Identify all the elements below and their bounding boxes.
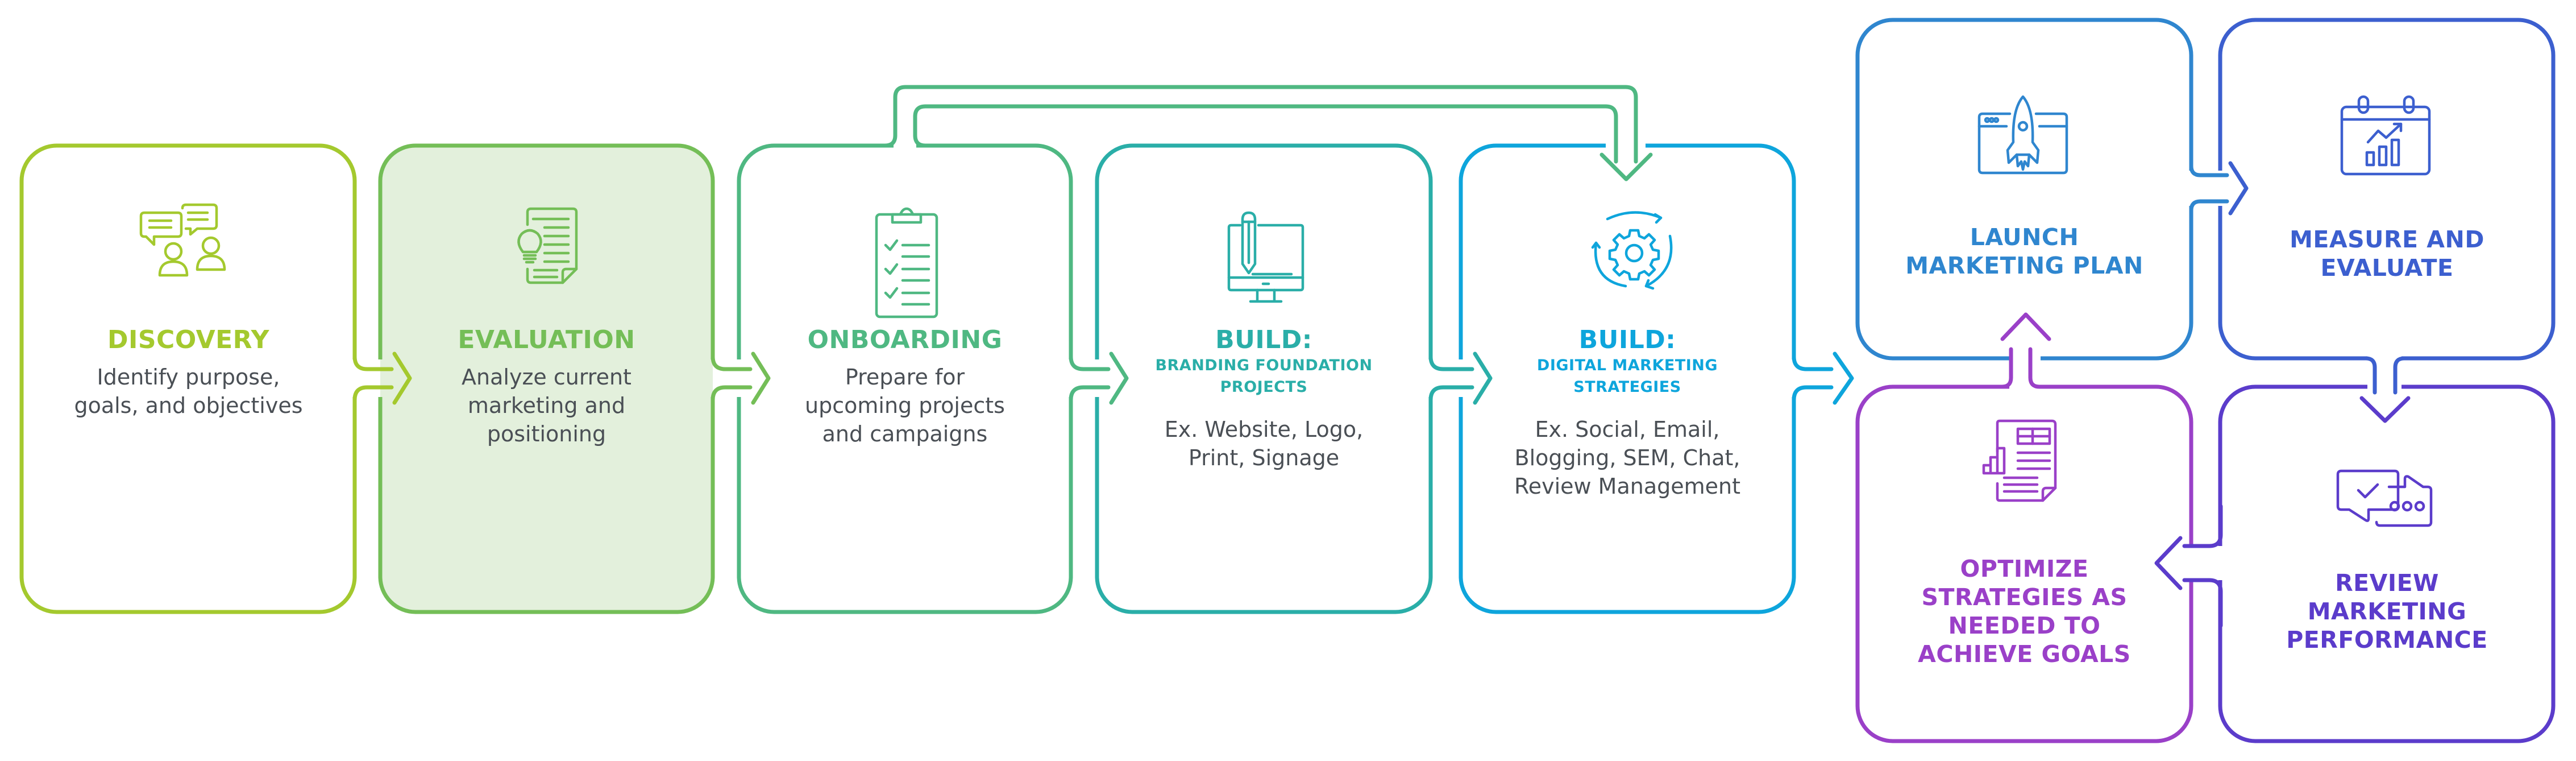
box-evaluation	[378, 143, 715, 614]
box-build-digital	[1459, 143, 1796, 614]
document-lightbulb-icon	[517, 207, 578, 284]
connector-build-branding-build-digital	[1428, 338, 1493, 418]
box-review	[2218, 384, 2556, 743]
discussion-icon	[139, 203, 226, 277]
connector-review-optimize	[2154, 504, 2223, 628]
step-evaluation: EVALUATION Analyze current marketing and…	[380, 325, 713, 448]
step-build-digital: BUILD: DIGITAL MARKETING STRATEGIES Ex. …	[1461, 325, 1794, 501]
box-measure	[2218, 18, 2556, 361]
box-optimize	[1855, 384, 2193, 743]
step-discovery: DISCOVERY Identify purpose, goals, and o…	[22, 325, 355, 420]
step-description: Ex. Social, Email, Blogging, SEM, Chat, …	[1514, 417, 1740, 499]
step-title: ONBOARDING	[807, 325, 1003, 354]
connector-onboarding-build-digital-bridge	[856, 85, 1653, 181]
step-subtitle: BRANDING FOUNDATION PROJECTS	[1155, 357, 1373, 396]
report-chart-icon	[1982, 419, 2057, 502]
step-title: BUILD:	[1215, 325, 1312, 354]
arrow-right-icon	[751, 351, 771, 405]
arrow-right-icon	[392, 351, 412, 405]
step-title: EVALUATION	[458, 325, 635, 354]
connector-discovery-evaluation	[352, 338, 412, 418]
cycle-review-title: REVIEW MARKETING PERFORMANCE	[2286, 569, 2488, 654]
step-description: Identify purpose, goals, and objectives	[74, 365, 303, 418]
connector-onboarding-build-branding	[1069, 338, 1129, 418]
step-onboarding: ONBOARDING Prepare for upcoming projects…	[739, 325, 1071, 448]
gear-cycle-icon	[1591, 211, 1673, 290]
arrow-up-icon	[2000, 312, 2051, 341]
box-discovery	[19, 143, 357, 614]
evaluation-box-fill	[380, 146, 713, 612]
connector-measure-review	[2340, 356, 2432, 423]
box-onboarding	[737, 143, 1073, 614]
rocket-browser-icon	[1977, 95, 2068, 175]
arrow-right-icon	[1473, 351, 1493, 405]
connector-build-digital-launch	[1792, 338, 1854, 418]
connector-optimize-launch	[1976, 312, 2071, 389]
arrow-right-icon	[2228, 161, 2249, 216]
step-description: Prepare for upcoming projects and campai…	[805, 365, 1005, 446]
step-build-branding: BUILD: BRANDING FOUNDATION PROJECTS Ex. …	[1097, 325, 1431, 472]
arrow-left-icon	[2154, 536, 2183, 590]
step-description: Analyze current marketing and positionin…	[462, 365, 631, 446]
arrow-right-icon	[1833, 351, 1854, 405]
monitor-pencil-icon	[1227, 211, 1304, 303]
box-build-branding	[1095, 143, 1433, 614]
box-launch	[1855, 18, 2193, 361]
calendar-chart-icon	[2340, 95, 2431, 176]
cycle-measure-title: MEASURE AND EVALUATE	[2290, 226, 2484, 282]
cycle-launch-title: LAUNCH MARKETING PLAN	[1905, 224, 2143, 279]
cycle-optimize-title: OPTIMIZE STRATEGIES AS NEEDED TO ACHIEVE…	[1918, 555, 2131, 668]
step-title: BUILD:	[1578, 325, 1676, 354]
connector-launch-measure	[2189, 140, 2249, 235]
step-description: Ex. Website, Logo, Print, Signage	[1164, 417, 1364, 470]
step-subtitle: DIGITAL MARKETING STRATEGIES	[1536, 357, 1718, 396]
arrow-right-icon	[1109, 351, 1129, 405]
clipboard-checklist-icon	[875, 207, 938, 319]
chat-review-icon	[2336, 469, 2433, 527]
step-title: DISCOVERY	[107, 325, 270, 354]
connector-evaluation-onboarding	[711, 338, 771, 418]
arrow-down-icon	[2359, 396, 2411, 423]
arrow-down-icon	[1599, 152, 1653, 181]
